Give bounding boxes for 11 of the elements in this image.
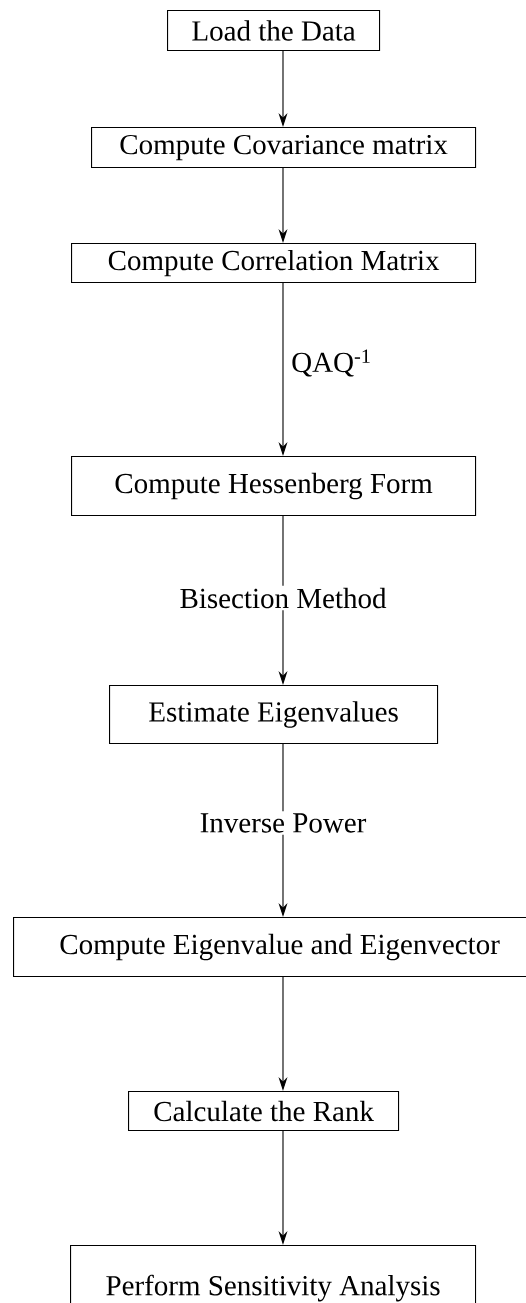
edge-label: Inverse Power: [197, 811, 369, 835]
edge-label: Bisection Method: [177, 585, 389, 611]
process-box: Calculate the Rank: [128, 1091, 400, 1132]
process-box: Compute Hessenberg Form: [71, 456, 477, 517]
edge-label: QAQ$^{-1}$: [292, 349, 370, 377]
process-box: Perform Sensitivity Analysis: [70, 1245, 477, 1303]
process-box: Estimate Eigenvalues: [109, 685, 439, 745]
process-box: Load the Data: [167, 10, 381, 52]
process-box: Compute Eigenvalue and Eigenvector: [13, 917, 526, 978]
process-box: Compute Correlation Matrix: [71, 243, 477, 284]
process-box: Compute Covariance matrix: [91, 127, 477, 169]
